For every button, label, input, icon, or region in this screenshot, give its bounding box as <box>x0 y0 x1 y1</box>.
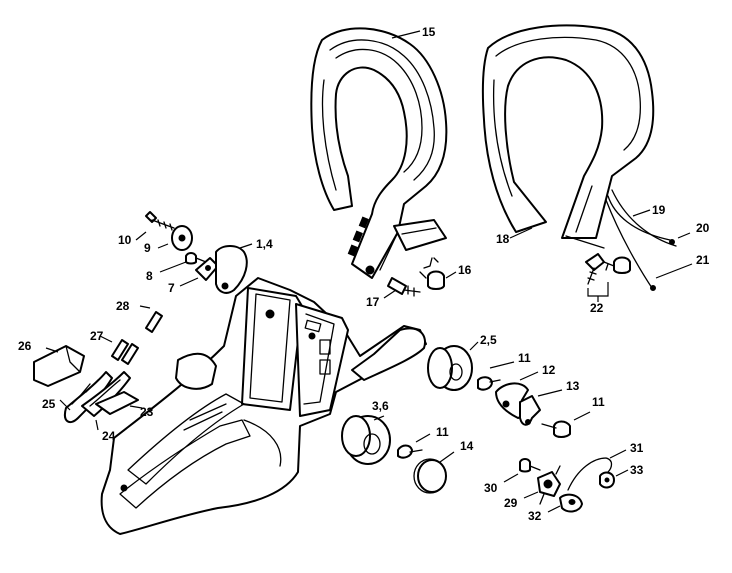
callout-9: 9 <box>144 241 151 255</box>
front-handle-part-15 <box>310 27 448 279</box>
main-housing <box>100 277 427 535</box>
callout-8: 8 <box>146 269 153 283</box>
callout-32: 32 <box>528 509 542 523</box>
callout-11-c: 11 <box>436 425 449 439</box>
callout-24: 24 <box>102 429 116 443</box>
callout-28: 28 <box>116 299 130 313</box>
callout-30: 30 <box>484 481 498 495</box>
callout-1-4: 1,4 <box>256 237 273 251</box>
callout-31: 31 <box>630 441 644 455</box>
callout-7: 7 <box>168 281 175 295</box>
right-parts-3-14 <box>341 415 455 494</box>
wire-parts-19-20-21 <box>605 189 693 291</box>
callout-23: 23 <box>140 405 154 419</box>
callout-17: 17 <box>366 295 380 309</box>
callout-33: 33 <box>630 463 644 477</box>
small-parts-1-10 <box>135 211 253 294</box>
callout-10: 10 <box>118 233 132 247</box>
callout-3-6: 3,6 <box>372 399 389 413</box>
right-parts-29-33 <box>503 449 629 513</box>
right-parts-2-13 <box>427 341 591 438</box>
callout-18: 18 <box>496 232 510 246</box>
screws-part-16-17 <box>383 257 457 299</box>
screws-part-22 <box>585 253 631 302</box>
callout-22: 22 <box>590 301 604 315</box>
callout-25: 25 <box>42 397 56 411</box>
callout-12: 12 <box>542 363 556 377</box>
callout-21: 21 <box>696 253 710 267</box>
rear-handle-part-18 <box>481 24 655 249</box>
callout-29: 29 <box>504 496 518 510</box>
callout-15: 15 <box>422 25 436 39</box>
callout-26: 26 <box>18 339 32 353</box>
callout-27: 27 <box>90 329 104 343</box>
callout-2-5: 2,5 <box>480 333 497 347</box>
callout-19: 19 <box>652 203 666 217</box>
callout-11-a: 11 <box>518 351 531 365</box>
callout-13: 13 <box>566 379 580 393</box>
callout-labels: 15 19 20 18 21 22 16 17 10 9 8 1,4 7 28 … <box>18 25 710 523</box>
callout-16: 16 <box>458 263 472 277</box>
callout-14: 14 <box>460 439 474 453</box>
callout-20: 20 <box>696 221 710 235</box>
small-parts-23-28 <box>33 305 163 431</box>
callout-11-b: 11 <box>592 395 605 409</box>
